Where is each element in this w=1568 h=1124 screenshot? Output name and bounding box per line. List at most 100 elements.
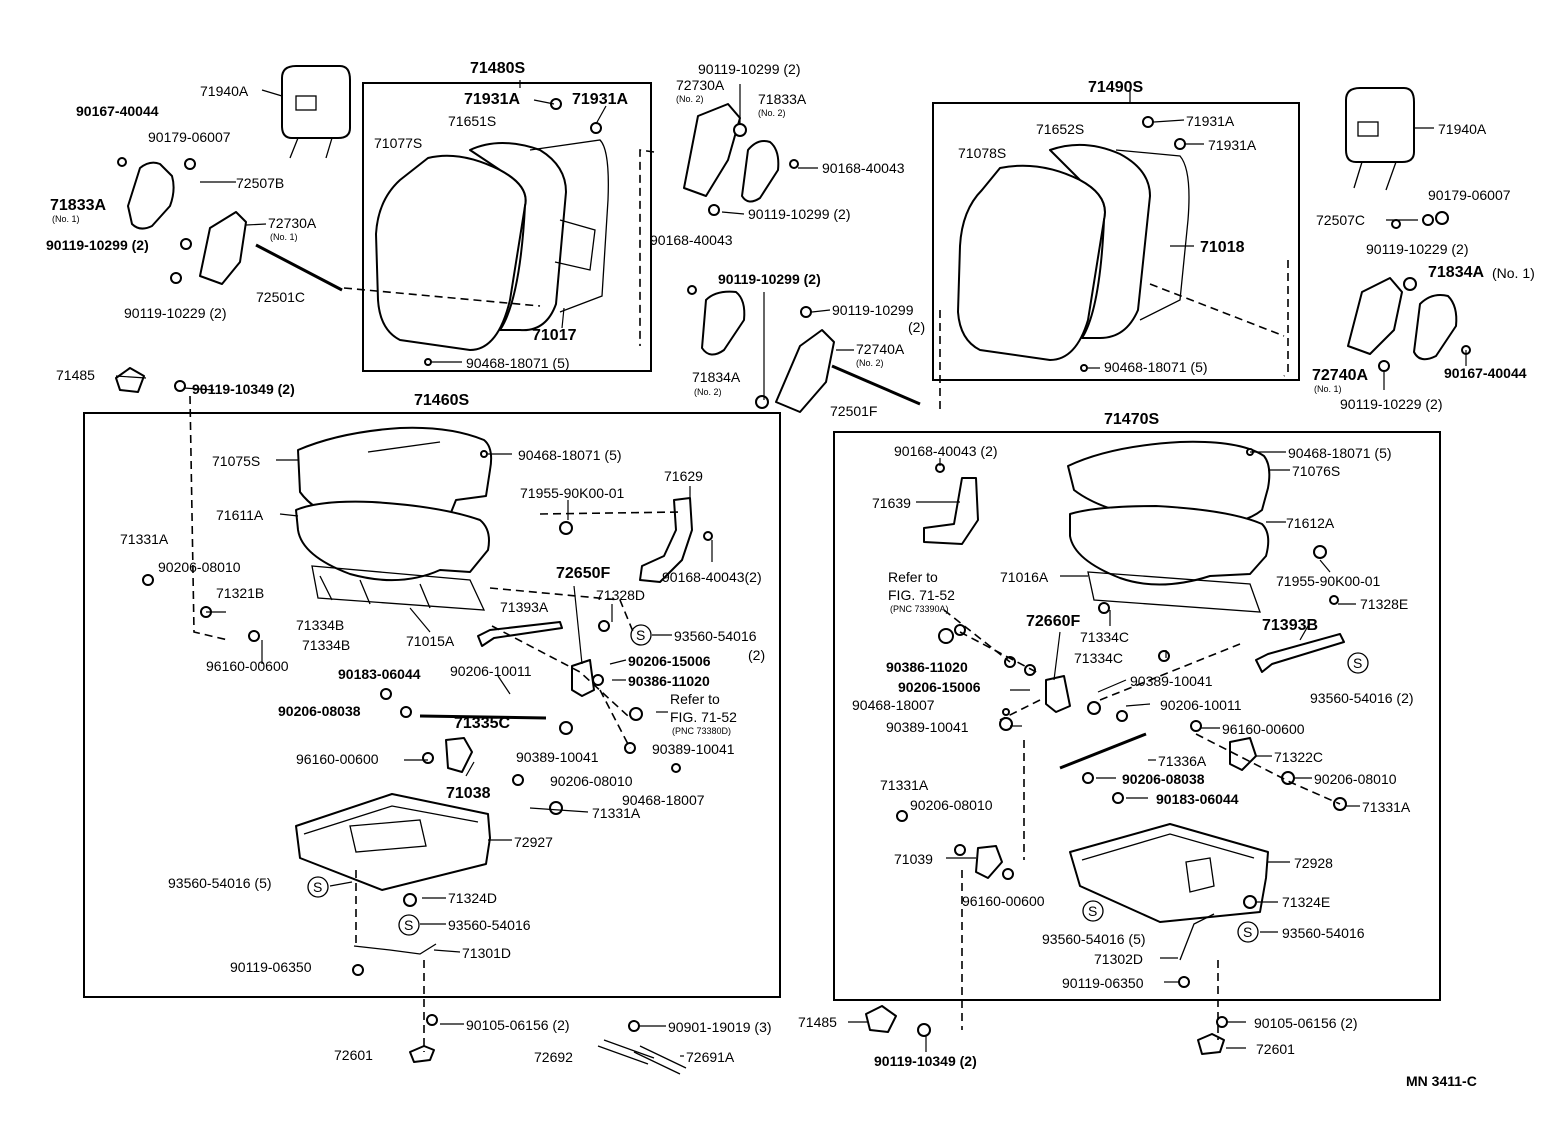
part-label: 90119-06350 [1062, 975, 1144, 991]
tray-72928 [1069, 823, 1269, 923]
part-label: 71331A [592, 805, 641, 821]
part-label: 71833A [50, 197, 106, 214]
part-label: 96160-00600 [206, 658, 289, 674]
hinge-72740a-no2 [775, 329, 835, 413]
part-label: 90168-40043 (2) [894, 443, 998, 459]
s-glyph: S [636, 627, 645, 643]
part-label: 72501C [256, 289, 305, 305]
part-label: 71038 [446, 785, 491, 802]
part-label: 72601 [1256, 1041, 1295, 1057]
part-label: 71334B [302, 637, 350, 653]
group-titles: 71480S 71490S 71460S 71470S [414, 60, 1159, 428]
part-label: 93560-54016 (5) [1042, 931, 1146, 947]
frame-seatback-left [362, 82, 652, 372]
frame-cushion-right [833, 431, 1441, 1001]
part-label: 71833A [758, 91, 807, 107]
part-label: 90206-08010 [158, 559, 241, 575]
part-label: 72928 [1294, 855, 1333, 871]
s-clip-glyphs: S S S S S S [313, 627, 1362, 940]
side-cover-71834a-no1 [1413, 294, 1458, 361]
frames [83, 82, 1441, 1001]
part-label: 71331A [1362, 799, 1411, 815]
part-label: 72691A [686, 1049, 735, 1065]
part-label: 71393A [500, 599, 549, 615]
part-label: 93560-54016 [1282, 925, 1365, 941]
rod-71335c [419, 714, 547, 720]
strap-71301d [353, 943, 437, 955]
part-label: 90119-10299 [832, 302, 914, 318]
frame-cushion-left [83, 412, 781, 998]
part-label: 90183-06044 [1156, 791, 1239, 807]
part-label: 71302D [1094, 951, 1143, 967]
part-label: 90386-11020 [628, 673, 710, 689]
part-label: 90206-08038 [1122, 771, 1205, 787]
part-label: FIG. 71-52 [670, 709, 737, 725]
bracket-71038 [445, 737, 473, 773]
fasteners [117, 98, 1471, 1037]
part-label: 93560-54016 [674, 628, 757, 644]
part-label: 72927 [514, 834, 553, 850]
seatback-71078s [957, 143, 1190, 361]
part-label: 93560-54016 (2) [1310, 690, 1414, 706]
bracket-71485-right [865, 1005, 897, 1033]
part-label: 71955-90K00-01 [1276, 573, 1381, 589]
part-label: 90386-11020 [886, 659, 968, 675]
part-label: 71328E [1360, 596, 1408, 612]
part-label: 90389-10041 [652, 741, 735, 757]
part-label: (No. 2) [758, 108, 786, 118]
part-label: 72507C [1316, 212, 1365, 228]
part-label: (No. 2) [676, 94, 704, 104]
bracket-71629 [639, 497, 693, 583]
headrest-right [1345, 87, 1415, 191]
headrest-left [281, 65, 351, 159]
part-label: 90389-10041 [516, 749, 599, 765]
part-label: 71331A [120, 531, 169, 547]
bracket-71322c [1229, 737, 1257, 771]
part-label: 71485 [56, 367, 95, 383]
part-label: 90168-40043 [650, 232, 733, 248]
part-label: 90119-10299 (2) [698, 61, 800, 77]
part-label: (No. 1) [1314, 384, 1342, 394]
part-label: 72507B [236, 175, 284, 191]
part-label: 90901-19019 (3) [668, 1019, 772, 1035]
part-label: 71076S [1292, 463, 1340, 479]
part-label: 71077S [374, 135, 422, 151]
leader-lines [115, 80, 1467, 1057]
part-label: 71639 [872, 495, 911, 511]
part-label: 90206-08010 [550, 773, 633, 789]
part-label: (PNC 73390A) [890, 604, 949, 614]
cushion-71075s [295, 426, 493, 611]
group-title-71490s: 71490S [1088, 79, 1143, 96]
part-label: 71324E [1282, 894, 1330, 910]
part-label: Refer to [888, 569, 938, 585]
bracket-71039 [975, 845, 1003, 879]
part-label: 71940A [200, 83, 249, 99]
side-cover-71833a-no2 [741, 140, 780, 203]
lock-72650f [571, 659, 595, 697]
part-label: 90119-10229 (2) [124, 305, 226, 321]
part-labels: 71940A 90167-40044 90179-06007 72507B 71… [46, 61, 1535, 1069]
part-label: (2) [748, 647, 765, 663]
part-label: 71016A [1000, 569, 1049, 585]
part-label: 90119-10299 (2) [718, 271, 821, 287]
part-label: 71331A [880, 777, 929, 793]
part-label: 71651S [448, 113, 496, 129]
part-label: 71629 [664, 468, 703, 484]
part-label: (No. 1) [52, 214, 80, 224]
group-title-71460s: 71460S [414, 392, 469, 409]
part-label: 72740A [856, 341, 905, 357]
s-clips [307, 624, 1369, 943]
part-label: 71393B [1262, 617, 1318, 634]
part-label: 71328D [596, 587, 645, 603]
part-label: 71931A [572, 91, 628, 108]
part-label: 71834A [692, 369, 741, 385]
part-label: 71335C [454, 715, 510, 732]
s-glyph: S [1353, 655, 1362, 671]
part-label: (No. 1) [1492, 265, 1535, 281]
part-label: 90206-10011 [1160, 697, 1242, 713]
part-label: 93560-54016 (5) [168, 875, 272, 891]
part-label: 90167-40044 [1444, 365, 1527, 381]
part-label: 90468-18007 [852, 697, 935, 713]
part-label: (PNC 73380D) [672, 726, 731, 736]
